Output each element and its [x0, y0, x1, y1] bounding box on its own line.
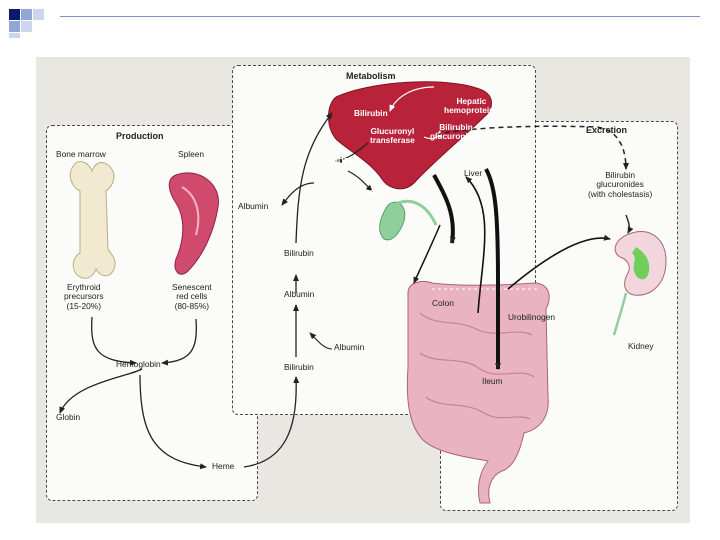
heme-label: Heme	[212, 461, 235, 471]
gallbladder-illustration	[379, 199, 438, 241]
spleen-illustration	[168, 172, 219, 275]
udpga-label: UDPGA	[332, 156, 362, 166]
albumin-mid-label: Albumin	[284, 289, 315, 299]
bone-marrow-illustration	[69, 161, 116, 279]
albumin-left-label: Albumin	[238, 201, 269, 211]
scanned-figure: Production Bone marrow Spleen Erythroid …	[36, 57, 690, 523]
liver-illustration	[328, 81, 492, 190]
slide-top-rule	[60, 16, 700, 17]
hepatic-hemoproteins-label: Hepatic hemoproteins	[444, 96, 499, 116]
liver-label: Liver	[464, 168, 483, 178]
bone-marrow-label: Bone marrow	[56, 149, 106, 159]
bilirubin-mid-label: Bilirubin	[284, 248, 314, 258]
colon-label: Colon	[432, 298, 454, 308]
liver-bilirubin-label: Bilirubin	[354, 108, 388, 118]
glucuronyl-transferase-label: Glucuronyl transferase	[370, 126, 415, 146]
ileum-label: Ileum	[482, 376, 503, 386]
bilirubin-low-label: Bilirubin	[284, 362, 314, 372]
excretion-title: Excretion	[586, 125, 628, 135]
udp-label: UDP	[364, 188, 382, 198]
spleen-label: Spleen	[178, 149, 205, 159]
albumin-side-label: Albumin	[334, 342, 365, 352]
hemoglobin-label: Hemoglobin	[116, 359, 161, 369]
production-title: Production	[116, 131, 164, 141]
senescent-label: Senescent red cells (80-85%)	[172, 282, 212, 311]
pathway-diagram	[59, 81, 667, 504]
kidney-label: Kidney	[628, 341, 654, 351]
intestine-illustration	[406, 280, 550, 504]
metabolism-title: Metabolism	[346, 71, 396, 81]
erythroid-label: Erythroid precursors (15-20%)	[64, 282, 104, 311]
kidney-illustration	[612, 231, 667, 336]
excretion-bilirubin-glucuronides-label: Bilirubin glucuronides (with cholestasis…	[588, 170, 653, 199]
urobilinogen-label: Urobilinogen	[508, 312, 556, 322]
globin-label: Globin	[56, 412, 81, 422]
bilirubin-glucuronides-label: Bilirubin glucuronides	[430, 122, 483, 142]
slide-corner-decoration	[0, 0, 60, 40]
